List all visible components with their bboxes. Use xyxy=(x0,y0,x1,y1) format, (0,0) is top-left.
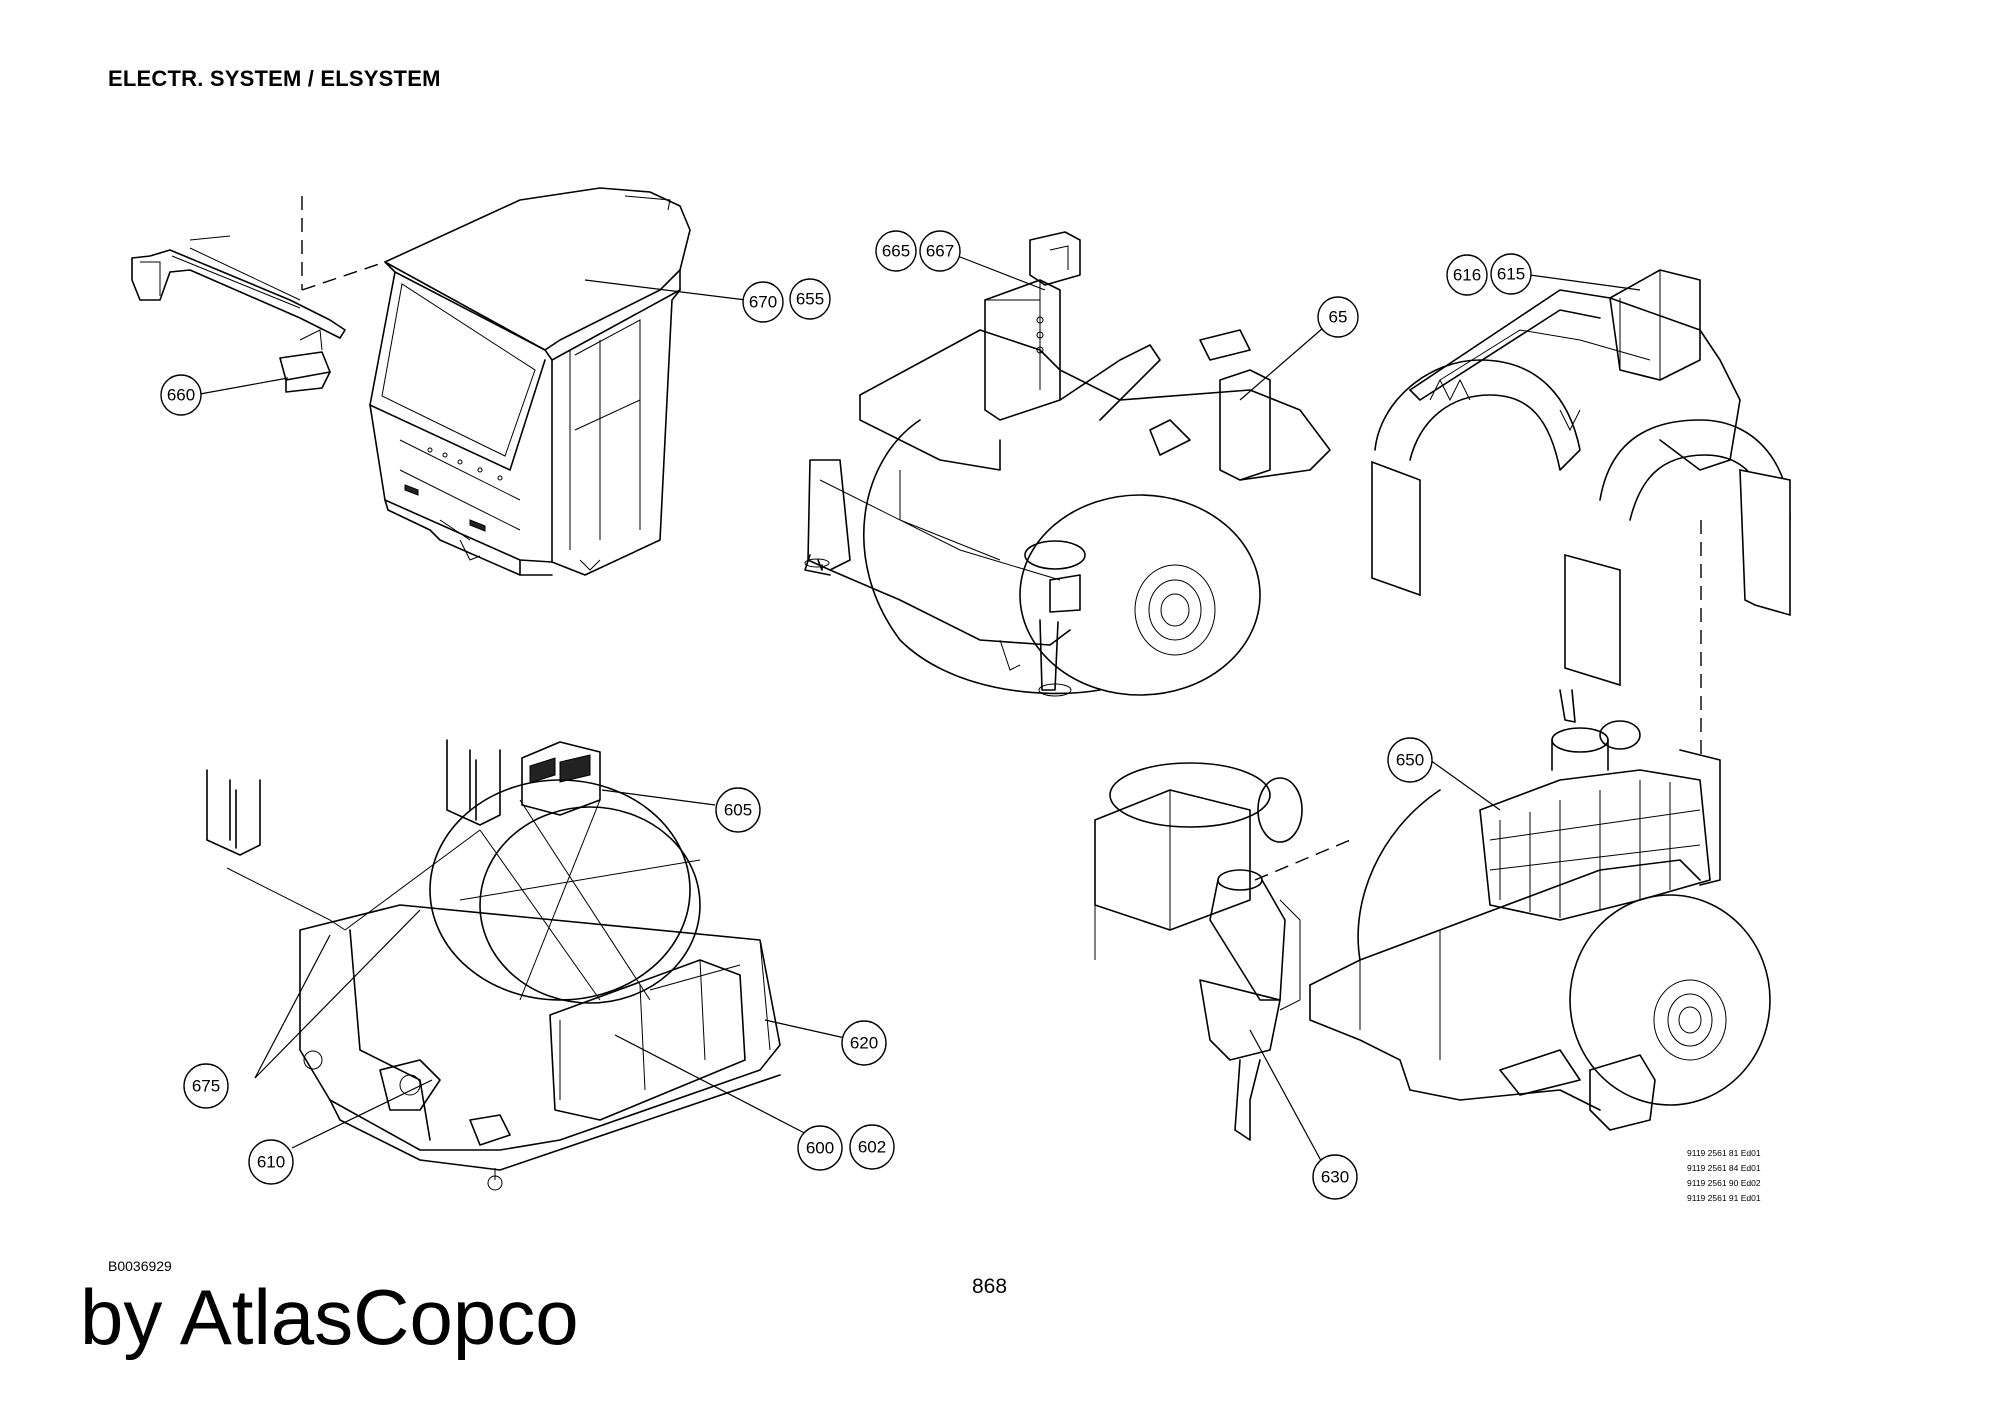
engine-module-assembly xyxy=(1094,689,1771,1141)
callout-65: 65 xyxy=(1317,296,1359,338)
svg-text:660: 660 xyxy=(167,386,195,405)
svg-text:615: 615 xyxy=(1497,265,1525,284)
reference-number: 9119 2561 84 Ed01 xyxy=(1687,1163,1761,1173)
svg-text:65: 65 xyxy=(1329,308,1348,327)
hose-reel-frame-assembly xyxy=(206,739,781,1191)
svg-text:616: 616 xyxy=(1453,266,1481,285)
brand-caption: by AtlasCopco xyxy=(80,1273,579,1361)
callout-650: 650 xyxy=(1387,737,1433,783)
callout-615: 615 xyxy=(1490,253,1532,295)
hood-fender-assembly xyxy=(1371,269,1791,760)
drawing-id: B0036929 xyxy=(108,1258,172,1274)
svg-text:665: 665 xyxy=(882,242,910,261)
cab-assembly xyxy=(131,187,691,576)
svg-text:620: 620 xyxy=(850,1034,878,1053)
front-frame-assembly xyxy=(804,231,1331,697)
svg-text:655: 655 xyxy=(796,290,824,309)
page-number: 868 xyxy=(972,1275,1008,1298)
callout-605: 605 xyxy=(715,787,761,833)
callout-616: 616 xyxy=(1446,254,1488,296)
reference-number: 9119 2561 91 Ed01 xyxy=(1687,1193,1761,1203)
svg-text:610: 610 xyxy=(257,1153,285,1172)
svg-text:630: 630 xyxy=(1321,1168,1349,1187)
callout-610: 610 xyxy=(248,1139,294,1185)
page-title: ELECTR. SYSTEM / ELSYSTEM xyxy=(108,66,441,91)
svg-text:670: 670 xyxy=(749,293,777,312)
svg-text:675: 675 xyxy=(192,1077,220,1096)
reference-number: 9119 2561 81 Ed01 xyxy=(1687,1148,1761,1158)
callout-675: 675 xyxy=(183,1063,229,1109)
callout-620: 620 xyxy=(841,1020,887,1066)
reference-numbers: 9119 2561 81 Ed01 9119 2561 84 Ed01 9119… xyxy=(1687,1146,1761,1206)
callout-655: 655 xyxy=(789,278,831,320)
leader-lines xyxy=(199,254,1641,1169)
reference-number: 9119 2561 90 Ed02 xyxy=(1687,1178,1761,1188)
svg-text:600: 600 xyxy=(806,1139,834,1158)
svg-text:667: 667 xyxy=(926,242,954,261)
callout-665: 665 xyxy=(875,230,917,272)
callout-600: 600 xyxy=(797,1125,843,1171)
callout-630: 630 xyxy=(1312,1154,1358,1200)
callout-660: 660 xyxy=(160,374,202,416)
svg-text:605: 605 xyxy=(724,801,752,820)
svg-text:602: 602 xyxy=(858,1138,886,1157)
svg-text:650: 650 xyxy=(1396,751,1424,770)
callout-667: 667 xyxy=(919,230,961,272)
callout-602: 602 xyxy=(849,1124,895,1170)
callout-670: 670 xyxy=(742,281,784,323)
